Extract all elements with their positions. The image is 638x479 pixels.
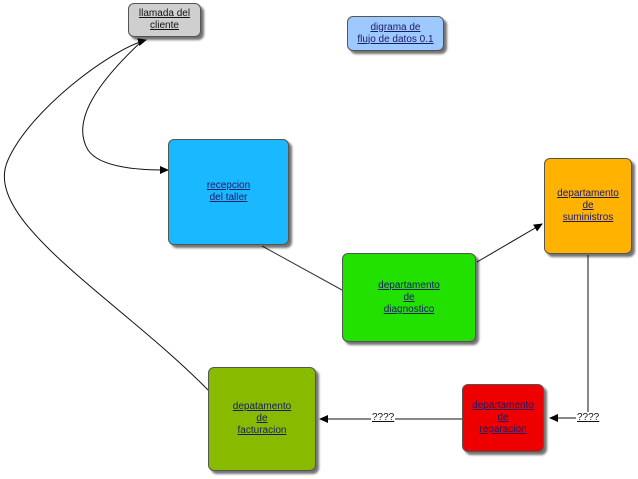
edge-llamada-to-recepcion [82, 39, 169, 174]
node-departamento-de-reparacion[interactable]: departamento de reparacion [462, 384, 544, 452]
edge-recepcion-to-diagnostico [261, 245, 343, 291]
node-llamada-label: llamada del cliente [138, 8, 191, 31]
node-recepcion-del-taller[interactable]: recepcion del taller [168, 139, 289, 245]
edge-label-suministros-reparacion: ???? [576, 412, 601, 423]
node-facturacion-label: depatamento de facturacion [232, 401, 292, 436]
node-departamento-de-suministros[interactable]: departamento de suministros [544, 158, 632, 254]
node-departamento-de-diagnostico[interactable]: departamento de diagnostico [342, 253, 476, 342]
edge-diagnostico-to-suministros [476, 223, 543, 263]
node-diagrama-title[interactable]: digrama de flujo de datos 0.1 [347, 16, 444, 51]
node-diagrama-label: digrama de flujo de datos 0.1 [357, 21, 434, 45]
edge-facturacion-to-llamada [3, 38, 209, 391]
node-depatamento-de-facturacion[interactable]: depatamento de facturacion [208, 367, 316, 471]
node-diagnostico-label: departamento de diagnostico [378, 279, 440, 315]
node-llamada-del-cliente[interactable]: llamada del cliente [128, 3, 201, 37]
node-recepcion-label: recepcion del taller [206, 180, 251, 203]
edge-suministros-to-reparacion [549, 255, 589, 422]
node-suministros-label: departamento de suministros [557, 188, 619, 223]
edge-label-reparacion-facturacion: ???? [371, 412, 396, 423]
node-reparacion-label: departamento de reparacion [472, 400, 534, 435]
